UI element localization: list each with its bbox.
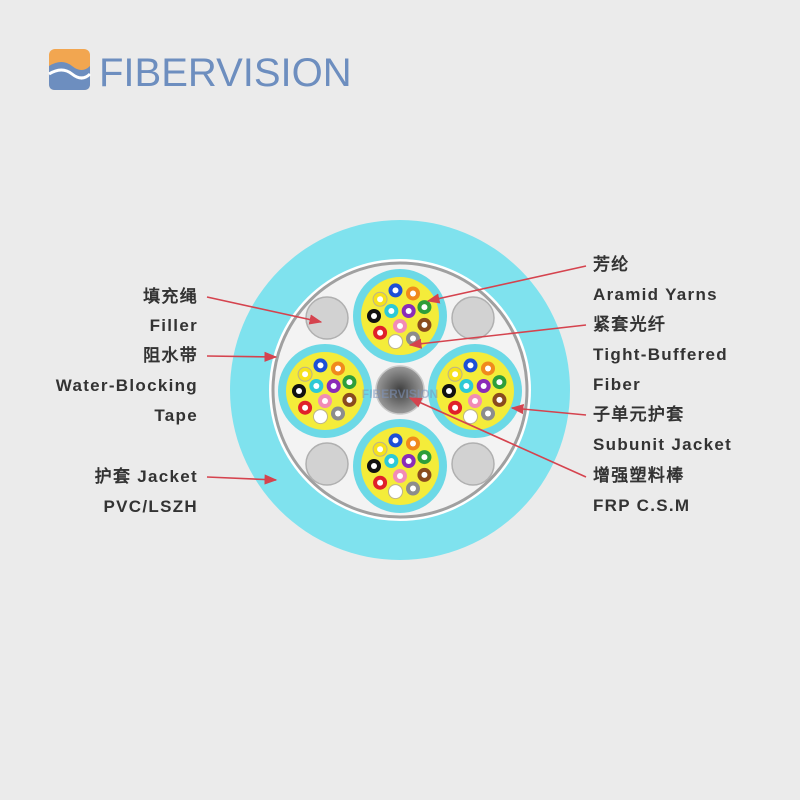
tight-buffered-fiber	[476, 379, 491, 393]
filler	[451, 442, 495, 486]
filler-label-cn: 填充绳	[143, 287, 198, 306]
tight-buffered-fiber	[462, 409, 478, 425]
subunits	[278, 269, 522, 513]
tight-buffered-fiber	[417, 300, 432, 315]
tight-buffered-fiber	[393, 469, 407, 483]
aramid-yarns-label-en: Aramid Yarns	[593, 285, 718, 304]
tight-buffered-fiber	[331, 406, 345, 421]
frp-label-cn: 增强塑料棒	[593, 466, 685, 485]
tight-buffered-fiber	[312, 409, 328, 425]
tight-buffered-fiber	[318, 394, 332, 408]
tight-buffered-fiber	[373, 475, 388, 490]
tight-buffered-fiber	[492, 375, 507, 390]
tight-buffered-fiber	[309, 379, 324, 393]
tight-buffered-fiber	[387, 484, 403, 500]
tight-buffered-fiber-label-en-2: Fiber	[593, 375, 642, 394]
tight-buffered-fiber	[406, 436, 420, 451]
callout-arrows	[206, 265, 587, 485]
tight-buffered-fiber	[388, 433, 403, 448]
subunit-jacket-arrow	[510, 403, 587, 416]
subunit	[353, 269, 447, 363]
tight-buffered-fiber	[481, 361, 495, 376]
frp-arrow	[408, 397, 587, 478]
tight-buffered-fiber	[387, 334, 403, 350]
tight-buffered-fiber	[406, 286, 420, 301]
subunit	[353, 419, 447, 513]
tight-buffered-fiber	[372, 441, 388, 457]
tight-buffered-fiber	[388, 283, 403, 298]
tight-buffered-fiber	[401, 454, 416, 468]
fillers	[305, 296, 495, 486]
tight-buffered-fiber	[292, 384, 306, 398]
filler-arrow	[206, 296, 323, 325]
tight-buffered-fiber	[342, 375, 357, 390]
tight-buffered-fiber	[326, 379, 341, 393]
tight-buffered-fiber	[401, 304, 416, 318]
tight-buffered-fiber-arrow	[408, 324, 587, 349]
tight-buffered-fiber	[298, 400, 313, 415]
filler	[451, 296, 495, 340]
tight-buffered-fiber	[384, 454, 399, 468]
tight-buffered-fiber	[406, 481, 420, 496]
filler	[305, 296, 349, 340]
subunit	[278, 344, 372, 438]
water-blocking-tape-arrow	[206, 351, 278, 362]
jacket-arrow	[206, 474, 278, 485]
brand-logo-icon	[48, 49, 92, 90]
jacket-label-1: 护套 Jacket	[94, 467, 198, 486]
water-blocking-tape-label-en-1: Water-Blocking	[55, 376, 198, 395]
tight-buffered-fiber	[417, 467, 432, 482]
tight-buffered-fiber	[367, 459, 381, 473]
tight-buffered-fiber	[393, 319, 407, 333]
subunit	[428, 344, 522, 438]
tight-buffered-fiber	[492, 392, 507, 407]
tight-buffered-fiber	[373, 325, 388, 340]
tight-buffered-fiber	[448, 400, 463, 415]
tight-buffered-fiber	[417, 450, 432, 465]
tight-buffered-fiber-label-en-1: Tight-Buffered	[593, 345, 728, 364]
tight-buffered-fiber	[459, 379, 474, 393]
jacket-label-2: PVC/LSZH	[103, 497, 198, 516]
brand-logo: FIBERVISION	[48, 49, 352, 95]
water-blocking-tape-label-cn: 阻水带	[143, 346, 198, 365]
tight-buffered-fiber	[447, 366, 463, 382]
tight-buffered-fiber	[417, 317, 432, 332]
aramid-yarns-label-cn: 芳纶	[593, 255, 630, 274]
filler-label-en: Filler	[149, 316, 198, 335]
subunit-jacket-label-en: Subunit Jacket	[593, 435, 733, 454]
subunit-jacket-label-cn: 子单元护套	[593, 405, 685, 424]
water-blocking-tape-label-en-2: Tape	[154, 406, 198, 425]
tight-buffered-fiber	[367, 309, 381, 323]
brand-name: FIBERVISION	[99, 51, 352, 95]
watermark: FIBERVISION	[362, 387, 438, 401]
tight-buffered-fiber	[468, 394, 482, 408]
tight-buffered-fiber	[463, 358, 478, 373]
tight-buffered-fiber	[331, 361, 345, 376]
tight-buffered-fiber	[297, 366, 313, 382]
tight-buffered-fiber	[313, 358, 328, 373]
tight-buffered-fiber	[342, 392, 357, 407]
tight-buffered-fiber	[481, 406, 495, 421]
filler	[305, 442, 349, 486]
tight-buffered-fiber-label-cn: 紧套光纤	[593, 315, 667, 334]
tight-buffered-fiber	[442, 384, 456, 398]
cable-cross-section: FIBERVISION	[230, 220, 570, 560]
tight-buffered-fiber	[384, 304, 399, 318]
aramid-yarns-arrow	[426, 265, 587, 304]
frp-label-en: FRP C.S.M	[593, 496, 691, 515]
tight-buffered-fiber	[372, 291, 388, 307]
